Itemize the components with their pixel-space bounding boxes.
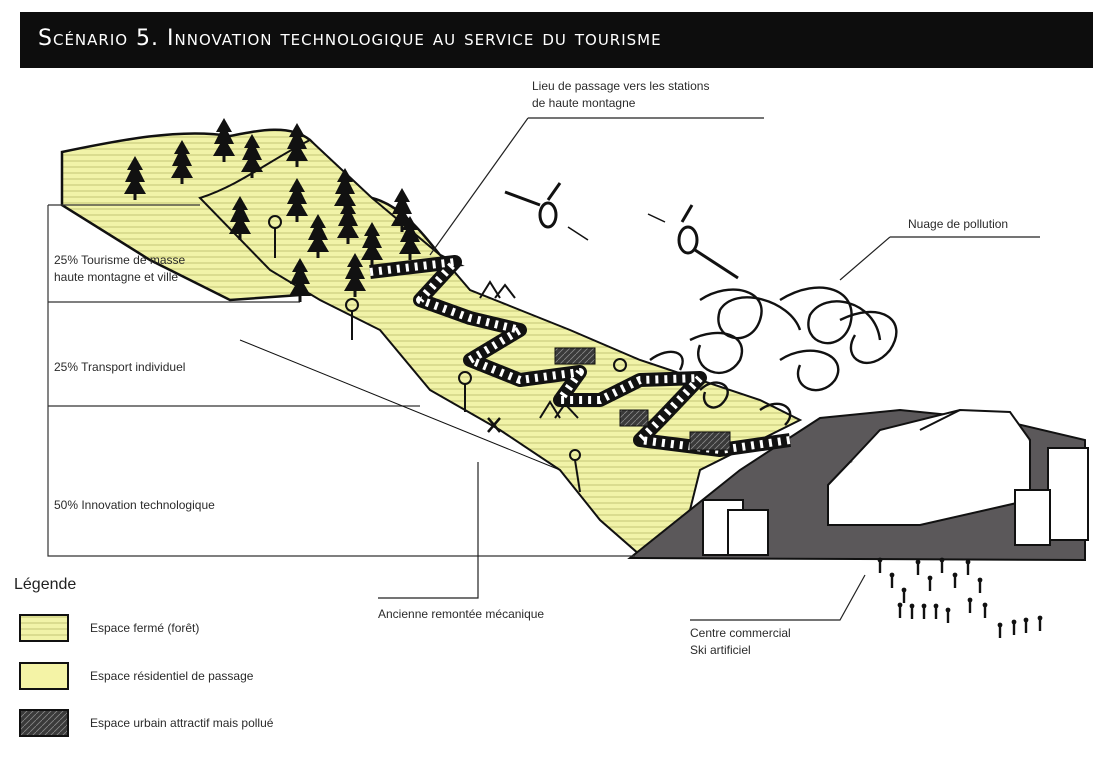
legend-swatch-urban (19, 709, 69, 737)
annotation-centre-line1: Centre commercial (690, 626, 791, 640)
share-tourism: 25% Tourisme de masse haute montagne et … (54, 252, 185, 286)
share-tourism-line2: haute montagne et ville (54, 270, 179, 284)
tree-icon (286, 123, 308, 167)
legend-label-residential: Espace résidentiel de passage (90, 669, 254, 683)
legend-label-forest: Espace fermé (forêt) (90, 621, 200, 635)
house-icon (479, 280, 516, 299)
pollution-cloud (649, 286, 898, 426)
page-title: Scénario 5. Innovation technologique au … (38, 26, 662, 51)
ski-lift-cable (239, 339, 561, 471)
annotation-passage: Lieu de passage vers les stations de hau… (532, 78, 709, 112)
shopping-centre (827, 408, 1031, 526)
annotation-passage-line1: Lieu de passage vers les stations (532, 79, 710, 93)
annotation-passage-line2: de haute montagne (532, 96, 636, 110)
share-innovation: 50% Innovation technologique (54, 498, 215, 512)
annotation-centre-line2: Ski artificiel (690, 643, 751, 657)
legend-swatch-residential (19, 662, 69, 690)
car-icon (554, 347, 596, 365)
tree-icon (213, 118, 235, 162)
house-icon (539, 400, 579, 419)
title-bar: Scénario 5. Innovation technologique au … (20, 12, 1093, 68)
car-icon (619, 409, 649, 427)
legend-swatch-forest (19, 614, 69, 642)
car-icon (689, 431, 731, 451)
share-tourism-line1: 25% Tourisme de masse (54, 253, 186, 267)
annotation-centre: Centre commercial Ski artificiel (690, 625, 791, 659)
annotation-pollution: Nuage de pollution (908, 217, 1009, 231)
drone-icon (504, 182, 562, 229)
share-transport: 25% Transport individuel (54, 360, 186, 374)
legend-title: Légende (14, 576, 77, 593)
building-icon (702, 447, 1089, 556)
drone-icon (677, 204, 739, 280)
annotation-remontee: Ancienne remontée mécanique (378, 607, 545, 621)
legend-label-urban: Espace urbain attractif mais pollué (90, 716, 274, 730)
